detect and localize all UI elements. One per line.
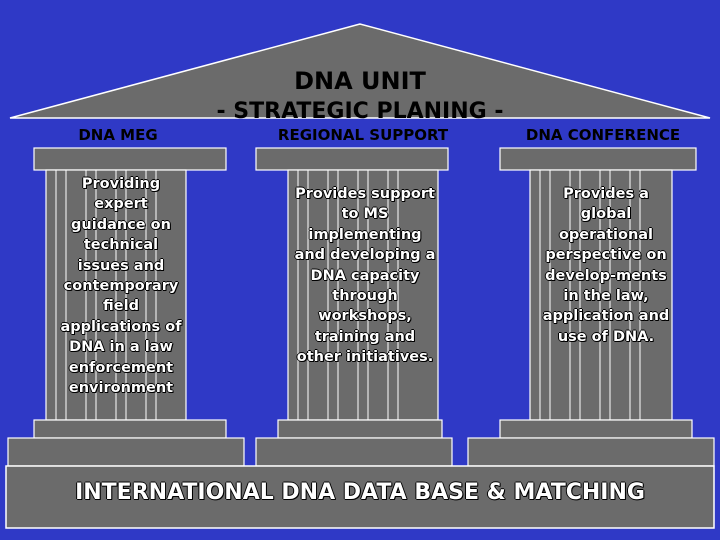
foundation-slab <box>5 465 715 529</box>
roof <box>9 23 711 119</box>
pillar-2 <box>255 147 453 467</box>
diagram-subtitle: - STRATEGIC PLANING - <box>216 99 504 122</box>
pillar-3 <box>467 147 715 467</box>
pillar-2-header: REGIONAL SUPPORT <box>277 126 449 144</box>
pillar-3-text: Provides a global operational perspectiv… <box>542 186 670 345</box>
pillar-3-header: DNA CONFERENCE <box>525 126 681 144</box>
pillar-2-text: Provides support to MS implementing and … <box>294 186 436 366</box>
pillar-1-text: Providing expert guidance on technical i… <box>60 176 182 397</box>
pillar-1 <box>7 147 245 467</box>
foundation-label: INTERNATIONAL DNA DATA BASE & MATCHING <box>75 480 645 505</box>
diagram-title: DNA UNIT <box>294 67 426 95</box>
pillar-1-header: DNA MEG <box>78 126 158 144</box>
